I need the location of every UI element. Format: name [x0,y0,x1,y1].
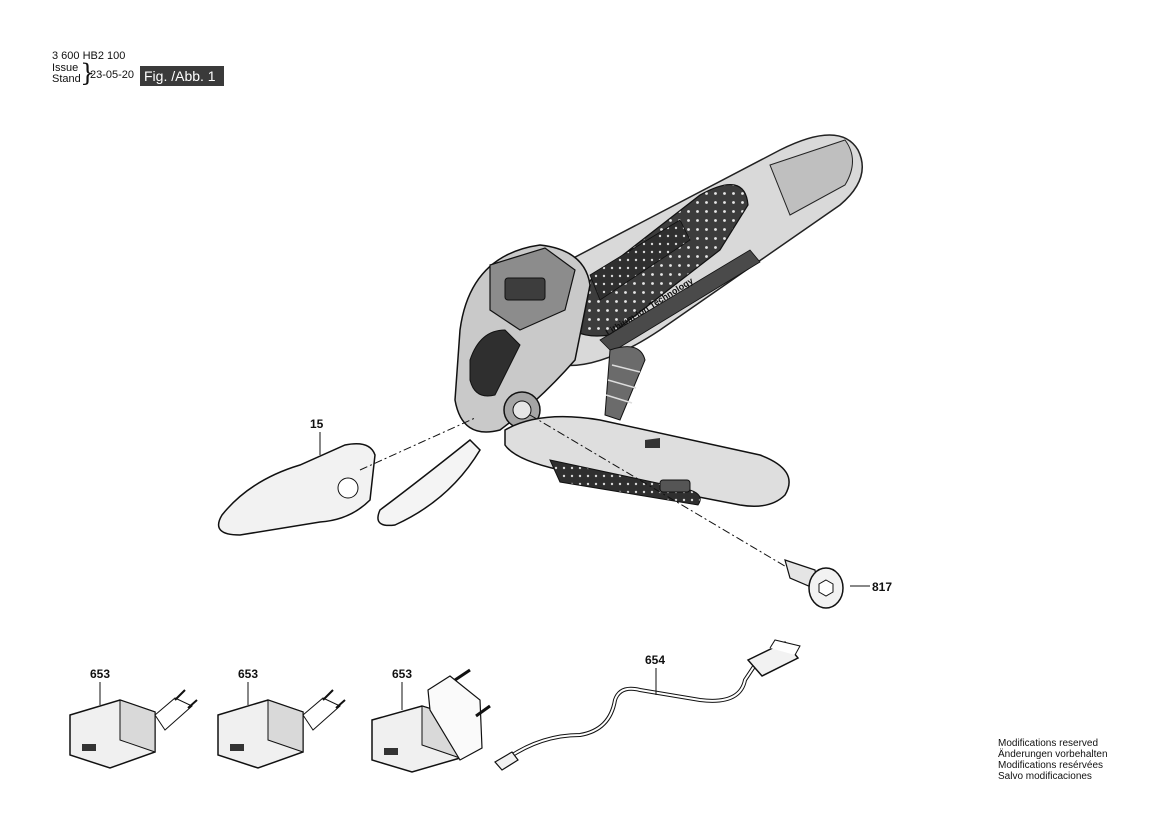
charger-eu-1-drawing [69,682,198,769]
part-label-817: 817 [872,580,893,594]
blade-part-15 [217,443,376,536]
document-number: 3 600 HB2 100 [52,50,126,62]
figure-label: Fig. /Abb. 1 [140,66,224,86]
stand-label: Stand [52,73,81,85]
lower-handle [504,415,790,507]
part-label-654: 654 [645,653,666,667]
issue-date: 23-05-20 [90,69,135,81]
head-housing [454,244,591,433]
upper-handle: Lithium-Ion Technology [559,134,863,367]
modifications-en: Modifications reserved [998,738,1099,749]
anvil-blade [377,438,481,527]
centerline-blade [359,417,476,471]
modifications-notice: Modifications reserved Änderungen vorbeh… [998,738,1108,782]
brace-glyph: } [80,59,96,87]
centerline-screw [529,414,801,576]
modifications-es: Salvo modificaciones [998,771,1092,782]
issue-stand-labels: Issue Stand [52,63,81,85]
modifications-fr: Modifications resérvées [998,760,1104,771]
charger-uk-drawing [371,668,491,773]
part-label-15: 15 [310,417,324,431]
part-label-653-b: 653 [238,667,259,681]
spring [604,346,646,421]
screw-part-817 [784,559,844,609]
part-label-653-c: 653 [392,667,413,681]
issue-label: Issue [52,62,79,74]
usb-cable-drawing [494,639,801,771]
charger-eu-2-drawing [217,682,346,769]
modifications-de: Änderungen vorbehalten [998,749,1108,760]
part-label-653-a: 653 [90,667,111,681]
